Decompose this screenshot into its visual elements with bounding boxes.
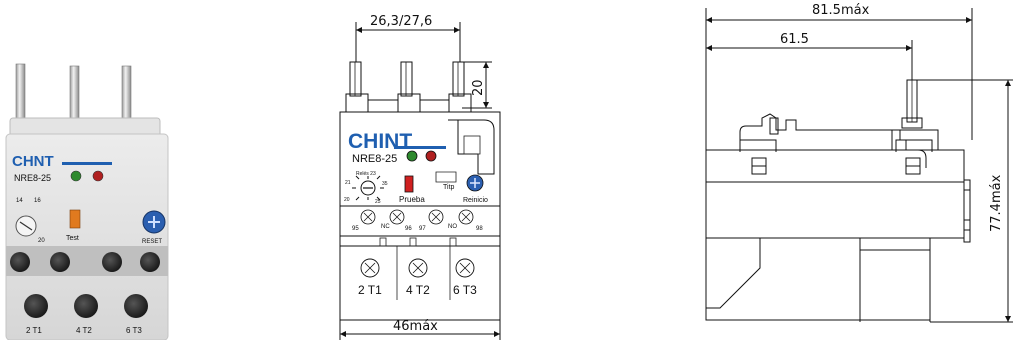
photo-pin [15,63,26,127]
photo-terminal-label: 4 T2 [76,326,92,335]
front-pin-height-dim: 20 [471,79,486,96]
front-power-terminal: 2 T1 [358,283,382,297]
front-dial-mark: 21 [345,180,351,186]
front-aux-terminal: 97 [419,226,426,232]
photo-power-screw [24,294,48,318]
front-top-width-dim: 26,3/27,6 [370,14,432,29]
front-red-led [425,150,437,162]
side-view: 81.5máx 61.5 77.4máx [705,3,1013,323]
photo-pin [121,65,132,127]
front-dial-mark: 35 [382,181,388,187]
front-brand: CHINT [348,130,412,153]
photo-dial-mark: 16 [34,198,41,204]
front-test-label: Prueba [399,195,425,204]
front-trip-label: Titp [443,184,455,191]
photo-dial-mark: 20 [38,238,45,244]
front-aux-terminal: 96 [405,226,412,232]
photo-green-led [70,170,82,182]
front-dial-mark: 20 [344,197,350,203]
photo-terminal-label: 6 T3 [126,326,142,335]
front-green-led [406,150,418,162]
front-test-button [404,175,414,193]
front-brand-underline [394,146,446,149]
photo-aux-screw [140,252,160,272]
front-bottom-width-dim: 46máx [393,319,438,334]
photo-power-screw [74,294,98,318]
photo-brand: CHNT [12,153,54,170]
photo-aux-screw [102,252,122,272]
side-body [706,149,971,243]
front-power-terminal: 6 T3 [453,283,477,297]
front-body [339,111,501,321]
front-pin [452,61,465,97]
front-view: 26,3/27,6 20 CHINT NRE8-25 [339,14,501,340]
photo-aux-screw [10,252,30,272]
photo-aux-screw [50,252,70,272]
front-model: NRE8-25 [352,153,397,165]
photo-red-led [92,170,104,182]
front-power-terminal: 4 T2 [406,283,430,297]
side-overall-width-dim: 81.5máx [812,3,870,18]
product-photo: CHNT NRE8-25 14 16 20 Test RESET 2 T1 4 … [5,63,169,340]
photo-test-label: Test [66,235,79,242]
photo-dial-mark: 14 [16,198,23,204]
photo-terminal-label: 2 T1 [26,326,42,335]
photo-power-screw [124,294,148,318]
photo-pin [69,65,80,127]
side-pin-offset-dim: 61.5 [780,32,809,47]
photo-body [5,133,169,340]
front-aux-terminal: NC [381,224,390,230]
front-dial-mark: 25 [375,199,381,205]
photo-test-button [69,209,81,229]
front-aux-terminal: 95 [352,226,359,232]
front-aux-screws [360,209,474,225]
side-height-dim: 77.4máx [989,174,1004,232]
front-pin [400,61,413,97]
front-dial-label: Relés 23 [356,171,376,177]
photo-model: NRE8-25 [14,173,51,183]
photo-brand-underline [62,162,112,165]
front-reset-label: Reinicio [463,197,488,204]
front-pin [349,61,362,97]
front-aux-terminal: 98 [476,226,483,232]
photo-reset-label: RESET [142,239,162,245]
front-aux-terminal: NO [448,224,457,230]
